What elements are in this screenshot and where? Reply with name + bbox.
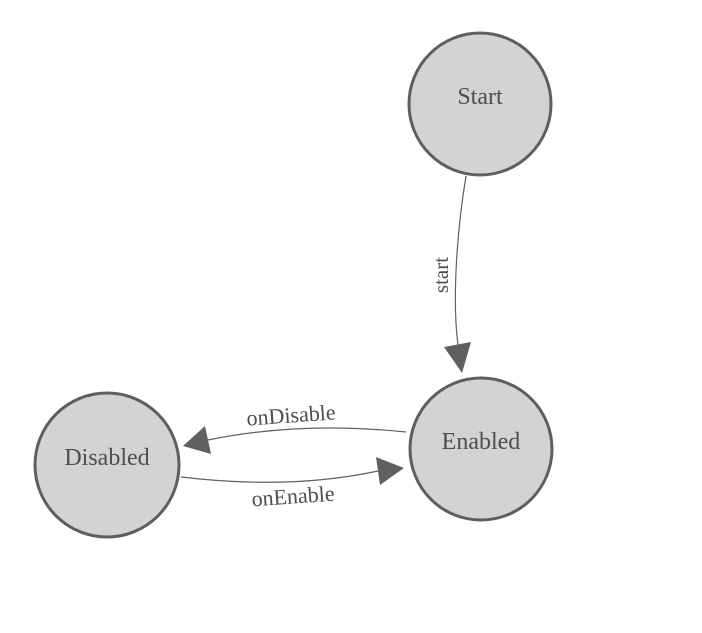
arrowhead-into-enabled-top — [444, 342, 471, 373]
disabled-node-circle — [33, 391, 181, 539]
edge-enabled-to-disabled: onDisable — [183, 399, 407, 454]
edge-start-to-enabled: start — [429, 175, 471, 373]
state-node-disabled: Disabled — [33, 391, 181, 539]
edge-label-onenable: onEnable — [251, 481, 336, 512]
disabled-node-label: Disabled — [64, 445, 149, 471]
edge-line-onenable — [180, 470, 379, 483]
edge-label-ondisable: onDisable — [246, 399, 337, 430]
start-node-label: Start — [457, 84, 503, 110]
enabled-node-label: Enabled — [442, 429, 521, 455]
enabled-node-circle — [408, 376, 554, 522]
arrowhead-into-enabled-left — [376, 457, 404, 485]
edge-disabled-to-enabled: onEnable — [180, 457, 404, 512]
state-node-start: Start — [407, 31, 553, 177]
state-node-enabled: Enabled — [408, 376, 554, 522]
edge-line-start — [454, 175, 467, 346]
arrowhead-into-disabled — [183, 426, 211, 454]
start-node-circle — [407, 31, 553, 177]
edge-line-ondisable — [207, 427, 407, 441]
edge-label-start: start — [429, 257, 453, 293]
